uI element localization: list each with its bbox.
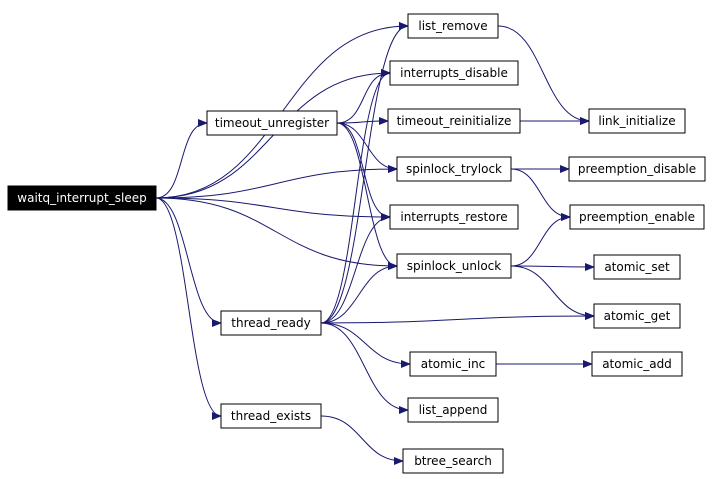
- node-label: spinlock_trylock: [406, 162, 502, 176]
- node-atomic-inc[interactable]: atomic_inc: [409, 351, 497, 377]
- node-label: list_append: [419, 403, 488, 417]
- edge-thread-ready-to-interrupts-disable: [320, 69, 391, 324]
- edge-waitq-interrupt-sleep-to-interrupts-restore: [155, 197, 391, 221]
- node-thread-ready[interactable]: thread_ready: [220, 310, 322, 336]
- node-timeout-unregister[interactable]: timeout_unregister: [206, 110, 338, 136]
- node-label: timeout_unregister: [215, 116, 329, 130]
- node-timeout-reinitialize[interactable]: timeout_reinitialize: [387, 108, 521, 134]
- edge-waitq-interrupt-sleep-to-spinlock-unlock: [155, 197, 398, 270]
- node-label: waitq_interrupt_sleep: [17, 191, 146, 205]
- node-interrupts-disable[interactable]: interrupts_disable: [389, 60, 519, 86]
- node-label: spinlock_unlock: [407, 259, 502, 273]
- node-list-append[interactable]: list_append: [407, 397, 499, 423]
- node-list-remove[interactable]: list_remove: [407, 13, 499, 39]
- node-label: atomic_get: [604, 309, 671, 323]
- edge-spinlock-trylock-to-preemption-enable: [510, 168, 571, 221]
- edge-timeout-unregister-to-spinlock-trylock: [336, 122, 398, 173]
- node-label: list_remove: [418, 19, 487, 33]
- node-thread-exists[interactable]: thread_exists: [220, 403, 322, 429]
- node-label: timeout_reinitialize: [397, 114, 512, 128]
- node-label: preemption_enable: [579, 210, 695, 224]
- edge-waitq-interrupt-sleep-to-thread-exists: [155, 197, 222, 420]
- edge-thread-exists-to-btree-search: [320, 415, 404, 465]
- node-label: interrupts_restore: [400, 210, 507, 224]
- node-waitq-interrupt-sleep[interactable]: waitq_interrupt_sleep: [7, 185, 157, 211]
- node-label: thread_exists: [231, 409, 311, 423]
- node-btree-search[interactable]: btree_search: [402, 448, 504, 474]
- edge-thread-ready-to-spinlock-unlock: [320, 262, 398, 324]
- node-label: preemption_disable: [578, 162, 696, 176]
- node-interrupts-restore[interactable]: interrupts_restore: [389, 204, 519, 230]
- edge-waitq-interrupt-sleep-to-timeout-unregister: [155, 119, 208, 199]
- edge-spinlock-unlock-to-atomic-set: [510, 262, 595, 271]
- node-spinlock-trylock[interactable]: spinlock_trylock: [396, 156, 512, 182]
- node-spinlock-unlock[interactable]: spinlock_unlock: [396, 253, 512, 279]
- edge-list-remove-to-link-initialize: [497, 25, 590, 125]
- edge-spinlock-unlock-to-atomic-get: [510, 265, 595, 320]
- node-label: atomic_add: [602, 357, 672, 371]
- edge-spinlock-unlock-to-preemption-enable: [510, 213, 571, 267]
- node-label: atomic_inc: [421, 357, 486, 371]
- node-preemption-enable[interactable]: preemption_enable: [569, 204, 705, 230]
- edge-thread-ready-to-atomic-inc: [320, 322, 411, 368]
- node-label: btree_search: [414, 454, 492, 468]
- edges-layer: [155, 22, 595, 465]
- node-label: interrupts_disable: [400, 66, 508, 80]
- node-atomic-get[interactable]: atomic_get: [593, 303, 681, 329]
- node-label: link_initialize: [598, 114, 675, 128]
- edge-waitq-interrupt-sleep-to-thread-ready: [155, 197, 222, 327]
- node-preemption-disable[interactable]: preemption_disable: [568, 156, 706, 182]
- edge-thread-ready-to-interrupts-restore: [320, 213, 391, 324]
- edge-timeout-unregister-to-interrupts-restore: [336, 122, 391, 221]
- edge-timeout-unregister-to-timeout-reinitialize: [336, 117, 389, 126]
- edge-waitq-interrupt-sleep-to-spinlock-trylock: [155, 165, 398, 199]
- edge-thread-ready-to-list-append: [320, 322, 409, 414]
- edge-timeout-unregister-to-spinlock-unlock: [336, 122, 398, 270]
- node-atomic-add[interactable]: atomic_add: [591, 351, 683, 377]
- node-link-initialize[interactable]: link_initialize: [588, 108, 686, 134]
- edge-thread-ready-to-atomic-get: [320, 312, 595, 324]
- node-atomic-set[interactable]: atomic_set: [593, 254, 681, 280]
- node-label: atomic_set: [604, 260, 670, 274]
- edge-thread-ready-to-list-remove: [320, 22, 409, 324]
- node-label: thread_ready: [231, 316, 310, 330]
